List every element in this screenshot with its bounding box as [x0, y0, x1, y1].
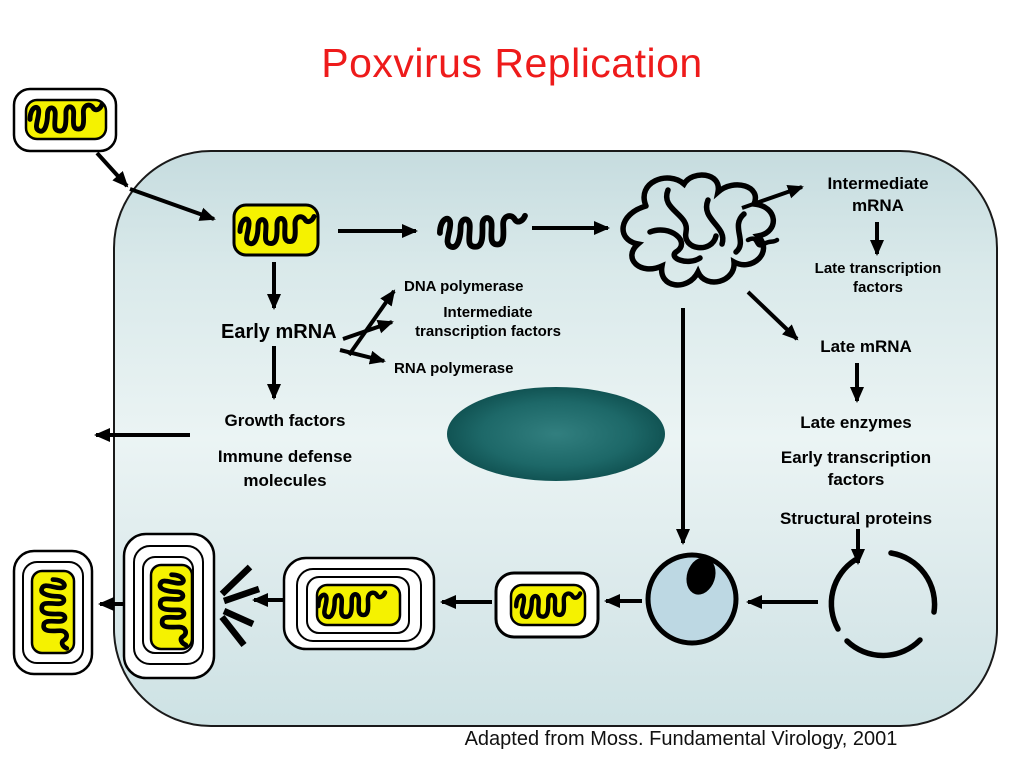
label-early-transcription-factors: Early transcription factors: [780, 448, 932, 489]
nucleus-shape: [447, 387, 665, 481]
arrow-early-to-rnapol: [339, 348, 386, 365]
replicating-dna-tangle-icon: [620, 172, 780, 288]
label-late-transcription-factors: Late transcription factors: [814, 260, 942, 296]
arrow-lines: [94, 151, 884, 611]
wrapped-virion-icon: [282, 556, 436, 651]
viral-core-icon: [232, 203, 320, 257]
label-dna-polymerase: DNA polymerase: [404, 278, 524, 295]
label-growth-factors: Growth factors: [224, 411, 346, 430]
slide-title: Poxvirus Replication: [321, 40, 703, 86]
label-late-enzymes: Late enzymes: [800, 413, 912, 432]
label-rna-polymerase: RNA polymerase: [394, 360, 514, 377]
actin-tail-lines-icon: [219, 564, 261, 648]
arrow-early-to-itf: [342, 319, 394, 341]
budding-virion-icon: [122, 532, 216, 680]
caption: Adapted from Moss. Fundamental Virology,…: [464, 728, 898, 750]
arrow-membrane-to-core: [129, 187, 216, 221]
label-early-mrna: Early mRNA: [221, 321, 337, 343]
arrow-tangle-to-late-mrna: [746, 290, 799, 341]
mature-virion-icon: [494, 571, 600, 639]
label-intermediate-transcription-factors: Intermediate transcription factors: [415, 304, 561, 340]
label-intermediate-mrna: Intermediate mRNA: [827, 174, 929, 215]
label-late-mrna: Late mRNA: [820, 337, 912, 356]
arrow-early-to-dnapol: [347, 289, 396, 357]
label-immune-defense-molecules: Immune defense molecules: [217, 447, 353, 490]
arrow-entry-to-membrane: [95, 151, 129, 188]
immature-virion-icon: [645, 552, 739, 646]
crescent-membranes-icon: [828, 550, 938, 659]
released-virion-icon: [12, 549, 94, 676]
virion-extracellular-icon: [12, 87, 118, 153]
label-structural-proteins: Structural proteins: [779, 509, 933, 528]
